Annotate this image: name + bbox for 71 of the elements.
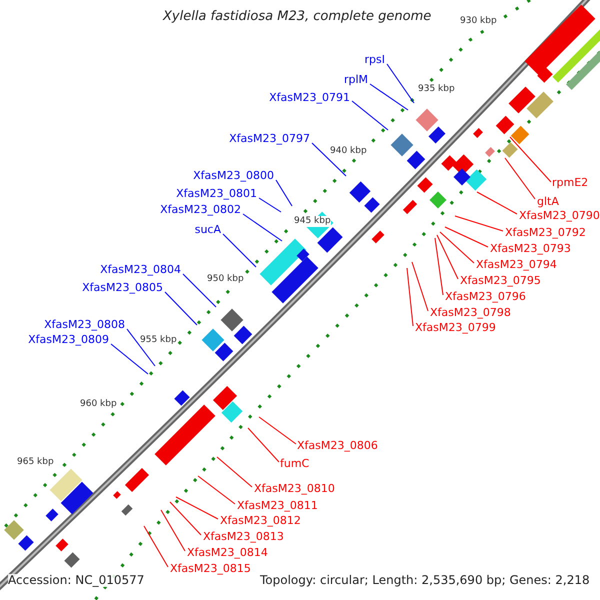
gene-label: sucA: [194, 223, 221, 236]
gene-label: XfasM23_0813: [203, 530, 284, 543]
leader-line: [258, 198, 282, 212]
scale-label: 935 kbp: [418, 84, 455, 95]
leader-line: [436, 234, 458, 280]
leader-line: [170, 502, 202, 536]
leader-line: [370, 84, 408, 110]
gene-label: rpmE2: [552, 176, 588, 189]
gene-label: XfasM23_0790: [519, 209, 600, 222]
scale-label: 950 kbp: [207, 274, 244, 285]
leader-line: [164, 292, 198, 326]
gene-label: XfasM23_0794: [476, 258, 557, 271]
leader-line: [504, 158, 536, 200]
leader-line: [510, 136, 552, 182]
gene-label: gltA: [537, 195, 559, 208]
leader-line: [412, 262, 428, 312]
gene-label: XfasM23_0808: [44, 318, 125, 331]
scale-label: 930 kbp: [460, 16, 497, 27]
gene-label: XfasM23_0812: [220, 514, 301, 527]
gene-label: fumC: [280, 457, 310, 470]
leader-line: [160, 510, 186, 552]
leader-line: [198, 476, 236, 504]
gene-label: XfasM23_0796: [445, 290, 526, 303]
leader-line: [312, 142, 346, 176]
leader-line: [258, 416, 296, 444]
gene-label: rplM: [344, 73, 368, 86]
gene-label: rpsI: [364, 53, 385, 66]
gene-label: XfasM23_0806: [297, 439, 378, 452]
gene-label: XfasM23_0804: [100, 263, 181, 276]
gene-label: XfasM23_0811: [237, 499, 318, 512]
gene-label: XfasM23_0809: [28, 333, 109, 346]
leader-line: [222, 234, 256, 268]
gene-label: XfasM23_0810: [254, 482, 335, 495]
title: Xylella fastidiosa M23, complete genome: [163, 9, 432, 25]
leader-line: [110, 344, 148, 374]
gene-label: XfasM23_0799: [415, 321, 496, 334]
gene-label: XfasM23_0814: [187, 546, 268, 559]
leader-line: [352, 100, 388, 130]
footer-text: Accession: NC_010577: [8, 574, 144, 587]
leader-line: [444, 226, 488, 248]
scale-label: 940 kbp: [330, 146, 367, 157]
leader-line: [434, 238, 444, 296]
leader-line: [440, 232, 474, 264]
gene-label: XfasM23_0802: [160, 203, 241, 216]
leader-line: [476, 192, 518, 214]
gene-label: XfasM23_0793: [490, 242, 571, 255]
gene-label: XfasM23_0797: [229, 132, 310, 145]
footer-text: Topology: circular; Length: 2,535,690 bp; Genes: 2,218: [260, 574, 590, 587]
leader-line: [242, 214, 282, 242]
gene-label: XfasM23_0801: [176, 187, 257, 200]
leader-line: [176, 496, 218, 520]
leader-line: [454, 216, 504, 232]
gene-label: XfasM23_0795: [460, 274, 541, 287]
leader-line: [276, 180, 292, 206]
scale-label: 960 kbp: [80, 399, 117, 410]
gene-label: XfasM23_0791: [269, 91, 350, 104]
leader-line: [248, 428, 280, 462]
scale-label: 965 kbp: [17, 457, 54, 468]
leader-line: [386, 64, 414, 104]
gene-label: XfasM23_0815: [170, 562, 251, 575]
gene-label: XfasM23_0805: [82, 281, 163, 294]
leader-line: [406, 268, 414, 326]
leader-line: [182, 274, 216, 308]
leader-line: [216, 456, 252, 488]
scale-label: 945 kbp: [294, 216, 331, 227]
scale-label: 955 kbp: [140, 335, 177, 346]
leader-line: [144, 526, 168, 568]
gene-label: XfasM23_0792: [505, 226, 586, 239]
gene-label: XfasM23_0800: [193, 169, 274, 182]
leader-line: [126, 328, 156, 366]
gene-label: XfasM23_0798: [430, 306, 511, 319]
